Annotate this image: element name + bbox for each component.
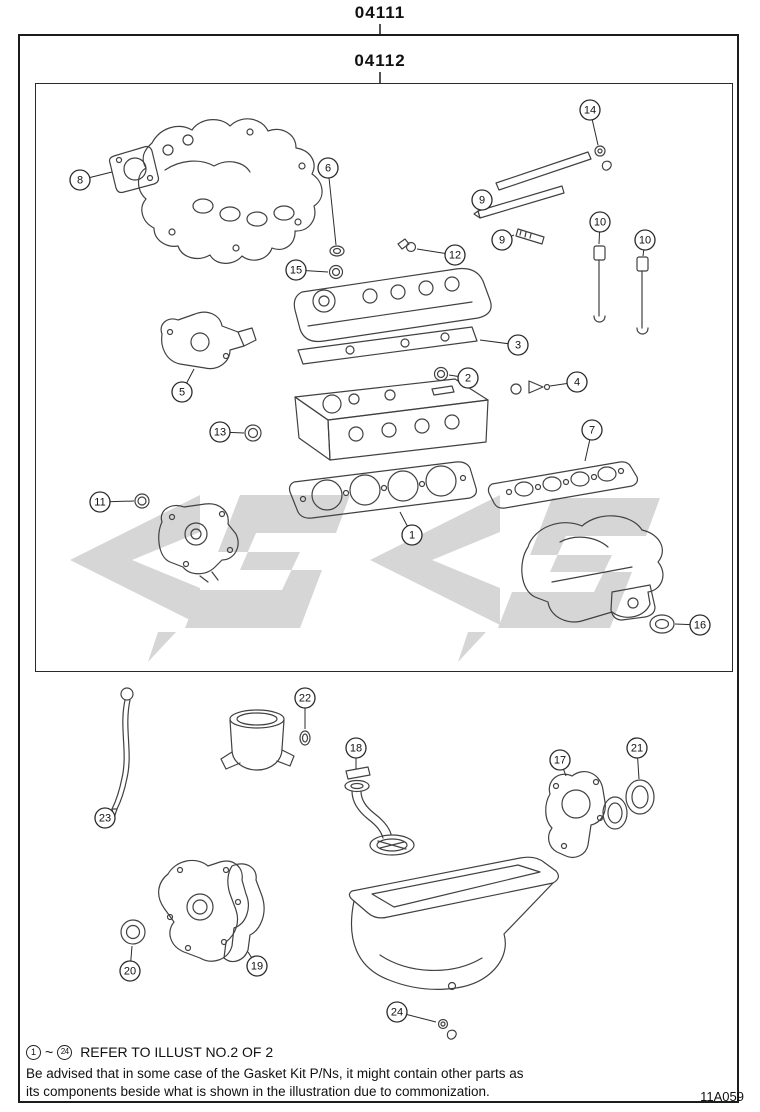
bolt-rod-9a [473, 185, 565, 219]
svg-text:2: 2 [465, 373, 471, 385]
callout-10: 10 [634, 229, 656, 257]
svg-text:1: 1 [409, 530, 415, 542]
circled-number-to: 24 [57, 1044, 73, 1060]
head-gasket-1 [288, 461, 477, 519]
callout-3: 3 [479, 334, 529, 356]
drain-plug-gasket-24 [437, 1018, 457, 1040]
callout-17: 17 [549, 749, 571, 777]
bolt-rod-14 [495, 145, 612, 191]
oil-strainer-18 [344, 766, 415, 856]
seal-ring-13 [244, 424, 262, 442]
grommet-2 [433, 366, 449, 382]
svg-text:14: 14 [584, 105, 596, 117]
figure-code: 11A059 [700, 1089, 744, 1104]
callout-9: 9 [471, 189, 493, 211]
oil-seal-21 [625, 779, 655, 815]
gasket-kit-frame [35, 83, 733, 672]
oil-pan [348, 856, 559, 991]
seal-ring-16 [649, 614, 675, 634]
advisory-note-line1: Be advised that in some case of the Gask… [26, 1066, 524, 1081]
watermark [70, 495, 660, 662]
plug-parts-4 [510, 380, 551, 395]
svg-text:10: 10 [594, 217, 606, 229]
flange-gasket-8 [108, 145, 160, 194]
exhaust-manifold-gasket-7 [487, 461, 639, 509]
svg-text:5: 5 [179, 387, 185, 399]
callout-19: 19 [246, 951, 268, 977]
circled-number-from: 1 [26, 1044, 41, 1060]
svg-text:19: 19 [251, 961, 263, 973]
callout-13: 13 [209, 421, 245, 443]
tilde: ~ [45, 1044, 54, 1060]
callout-15: 15 [285, 259, 329, 281]
seal-ring-6 [329, 245, 345, 257]
callout-8: 8 [69, 169, 113, 191]
o-ring-11 [134, 493, 150, 509]
svg-text:20: 20 [124, 966, 136, 978]
main-part-code: 04111 [354, 3, 406, 22]
svg-text:23: 23 [99, 813, 111, 825]
callout-22: 22 [294, 687, 316, 729]
callout-14: 14 [579, 99, 601, 146]
svg-text:9: 9 [499, 235, 505, 247]
crank-seal-20 [120, 919, 146, 945]
callout-layer: 1234567899101011121314151617181920212223… [69, 99, 711, 1023]
callout-1: 1 [399, 511, 423, 546]
callout-24: 24 [386, 1001, 437, 1023]
outer-frame [18, 34, 739, 1103]
thermostat-housing-22 [220, 709, 311, 771]
advisory-note-line2: its components beside what is shown in t… [26, 1084, 490, 1099]
svg-text:15: 15 [290, 265, 302, 277]
valve-cover [293, 267, 492, 343]
callout-23: 23 [94, 807, 116, 829]
valve-stem-seals-10 [593, 245, 649, 335]
svg-text:13: 13 [214, 427, 226, 439]
callout-12: 12 [416, 244, 466, 266]
small-parts-12 [397, 238, 417, 253]
oil-dipstick-23 [111, 687, 134, 819]
svg-text:9: 9 [479, 195, 485, 207]
svg-text:12: 12 [449, 250, 461, 262]
intake-manifold-gasket [137, 118, 323, 264]
svg-text:3: 3 [515, 340, 521, 352]
callout-6: 6 [317, 157, 339, 246]
svg-text:21: 21 [631, 743, 643, 755]
svg-text:8: 8 [77, 175, 83, 187]
callout-16: 16 [674, 614, 711, 636]
callout-2: 2 [448, 367, 479, 389]
svg-text:7: 7 [589, 425, 595, 437]
callout-9: 9 [491, 229, 515, 251]
svg-text:10: 10 [639, 235, 651, 247]
callout-4: 4 [549, 371, 588, 393]
callout-7: 7 [581, 419, 603, 462]
svg-text:16: 16 [694, 620, 706, 632]
timing-cover-19 [158, 859, 265, 963]
refer-text: REFER TO ILLUST NO.2 OF 2 [80, 1044, 274, 1060]
heat-insulator [521, 515, 664, 623]
callout-5: 5 [171, 368, 195, 403]
svg-text:17: 17 [554, 755, 566, 767]
svg-text:11: 11 [94, 497, 105, 509]
svg-text:4: 4 [574, 377, 580, 389]
callout-20: 20 [119, 945, 141, 982]
svg-text:6: 6 [325, 163, 331, 175]
pump-housing [158, 503, 239, 583]
callout-21: 21 [626, 737, 648, 780]
svg-text:24: 24 [391, 1007, 403, 1019]
callout-10: 10 [589, 211, 611, 245]
svg-text:18: 18 [350, 743, 362, 755]
rear-seal-retainer-17 [545, 771, 628, 858]
water-outlet-5 [160, 311, 257, 370]
grommet-15 [328, 264, 344, 280]
screw-9b [515, 228, 545, 245]
refer-note: 1 ~ 24 REFER TO ILLUST NO.2 OF 2 [26, 1044, 273, 1060]
callout-11: 11 [89, 491, 135, 513]
kit-part-code: 04112 [354, 51, 406, 70]
svg-text:22: 22 [299, 693, 311, 705]
valve-cover-gasket-3 [297, 326, 478, 365]
cylinder-head [294, 378, 489, 461]
parts-line-art [108, 118, 675, 1040]
callout-18: 18 [345, 737, 367, 769]
